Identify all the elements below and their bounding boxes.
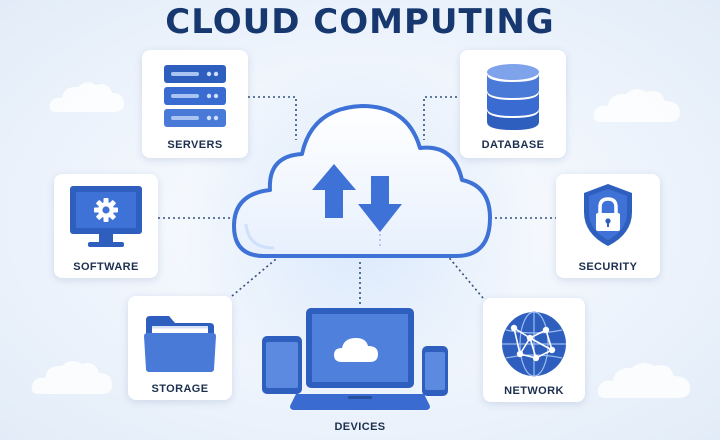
globe-network-icon	[502, 311, 566, 377]
background-cloud-icon	[31, 360, 112, 394]
shield-lock-icon	[584, 184, 632, 246]
devices-label: DEVICES	[334, 421, 386, 433]
database-label: DATABASE	[481, 139, 545, 151]
software-label: SOFTWARE	[73, 261, 139, 273]
database-icon	[487, 64, 539, 130]
background-cloud-icon	[593, 88, 680, 122]
storage-label: STORAGE	[151, 383, 209, 395]
server-rack-icon	[164, 65, 226, 127]
servers-card: SERVERS	[142, 50, 248, 158]
page-title: CLOUD COMPUTING	[165, 2, 555, 42]
servers-label: SERVERS	[167, 139, 223, 151]
background-cloud-icon	[49, 82, 124, 112]
database-card: DATABASE	[460, 50, 566, 158]
network-card: NETWORK	[483, 298, 585, 402]
devices-icon	[262, 308, 448, 410]
background-cloud-icon	[597, 362, 690, 398]
storage-card: STORAGE	[128, 296, 232, 400]
folder-icon	[144, 316, 216, 372]
security-card: SECURITY	[556, 174, 660, 278]
network-label: NETWORK	[504, 385, 564, 397]
software-card: SOFTWARE	[54, 174, 158, 278]
monitor-gear-icon	[70, 186, 142, 247]
security-label: SECURITY	[578, 261, 638, 273]
cloud-sync-icon	[232, 104, 492, 258]
